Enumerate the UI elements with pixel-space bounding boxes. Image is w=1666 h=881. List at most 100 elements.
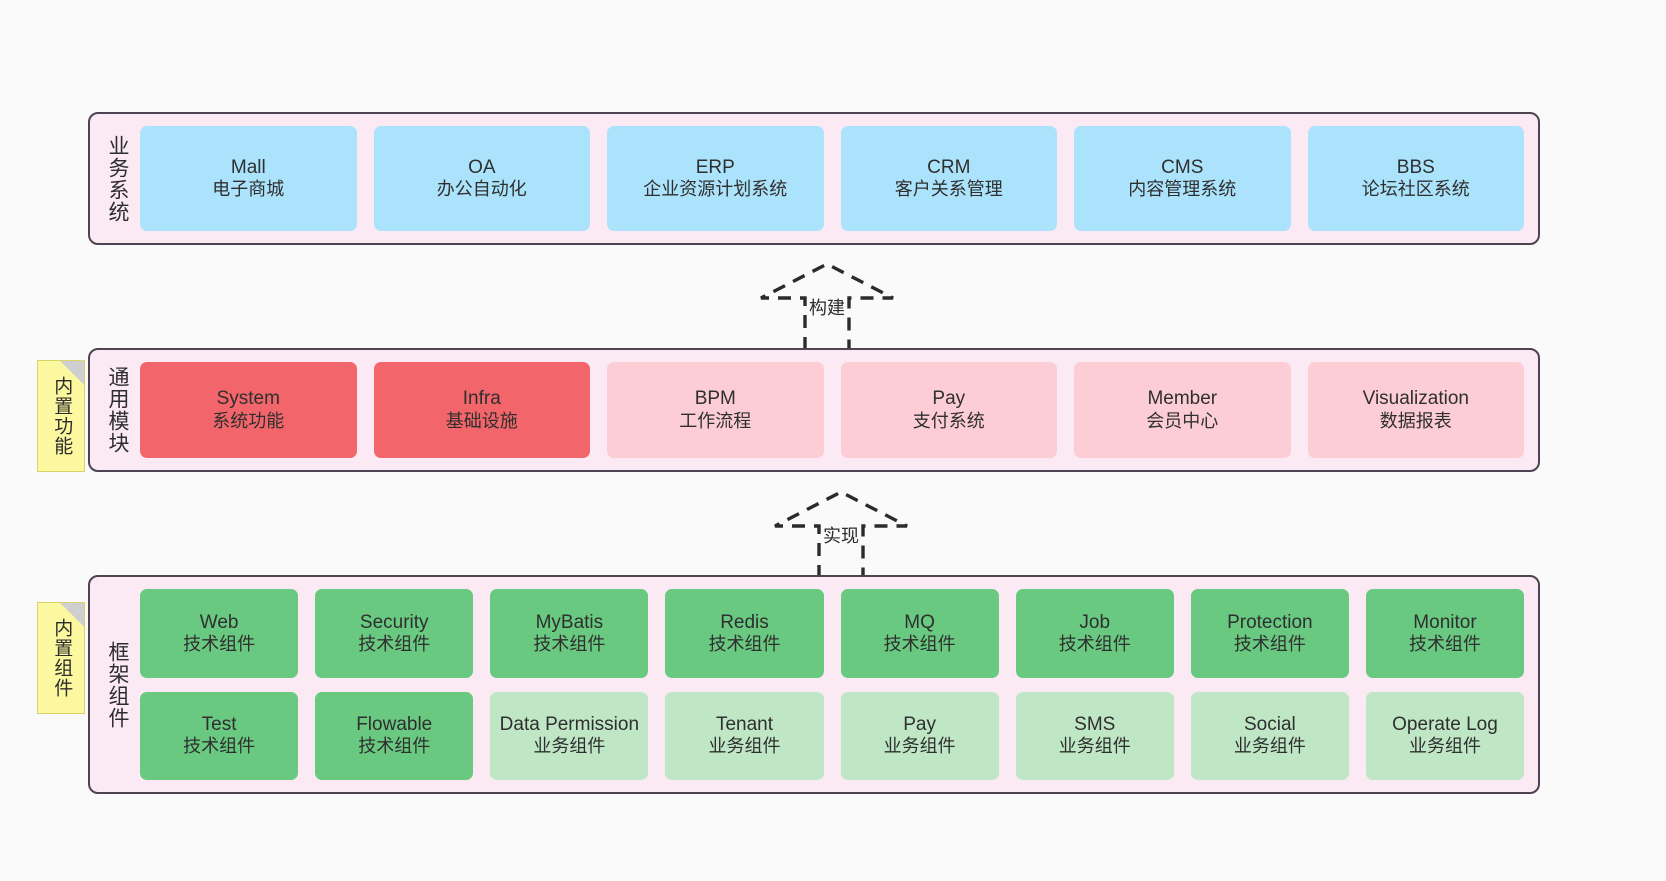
card-subtitle: 论坛社区系统 [1361, 179, 1470, 200]
card-flowable[interactable]: Flowable 技术组件 [315, 691, 474, 780]
card-member[interactable]: Member 会员中心 [1074, 362, 1291, 458]
card-subtitle: 会员中心 [1146, 410, 1219, 431]
card-redis[interactable]: Redis 技术组件 [665, 589, 824, 678]
card-title: ERP [695, 156, 735, 178]
card-subtitle: 办公自动化 [436, 179, 527, 200]
card-title: System [216, 388, 280, 410]
card-subtitle: 客户关系管理 [894, 179, 1003, 200]
layer-business-system: 业务系统 Mall 电子商城 OA 办公自动化 ERP 企业资源计划系统 CRM [88, 112, 1540, 245]
card-web[interactable]: Web 技术组件 [140, 589, 299, 678]
card-title: Data Permission [499, 714, 640, 736]
card-title: CRM [927, 156, 971, 178]
layer-framework-component: 框架组件 Web 技术组件 Security 技术组件 MyBatis 技术组件… [88, 575, 1540, 794]
card-subtitle: 技术组件 [883, 633, 956, 654]
card-subtitle: 技术组件 [358, 736, 431, 757]
card-mybatis[interactable]: MyBatis 技术组件 [490, 589, 649, 678]
card-subtitle: 工作流程 [679, 410, 752, 431]
card-monitor[interactable]: Monitor 技术组件 [1365, 589, 1525, 678]
card-bbs[interactable]: BBS 论坛社区系统 [1307, 126, 1525, 231]
card-title: OA [468, 156, 496, 178]
card-mq[interactable]: MQ 技术组件 [840, 589, 999, 678]
card-subtitle: 技术组件 [533, 633, 606, 654]
card-infra[interactable]: Infra 基础设施 [373, 362, 591, 458]
note-label: 内置组件 [51, 618, 73, 698]
card-data-permission[interactable]: Data Permission 业务组件 [490, 691, 649, 780]
card-job[interactable]: Job 技术组件 [1015, 589, 1174, 678]
card-subtitle: 业务组件 [1408, 736, 1481, 757]
layer-body-framework-component: Web 技术组件 Security 技术组件 MyBatis 技术组件 Redi… [134, 589, 1525, 780]
card-row: Mall 电子商城 OA 办公自动化 ERP 企业资源计划系统 CRM 客户关系… [140, 126, 1525, 231]
card-social[interactable]: Social 业务组件 [1190, 691, 1349, 780]
card-title: Security [359, 611, 429, 633]
card-title: Redis [720, 611, 769, 633]
card-visualization[interactable]: Visualization 数据报表 [1307, 362, 1525, 458]
card-security[interactable]: Security 技术组件 [315, 589, 474, 678]
layer-title-framework-component: 框架组件 [106, 640, 130, 729]
connector-label-build: 构建 [809, 298, 845, 318]
card-title: MQ [904, 611, 935, 633]
layer-title-business-system: 业务系统 [106, 134, 130, 223]
card-protection[interactable]: Protection 技术组件 [1190, 589, 1349, 678]
card-subtitle: 电子商城 [212, 179, 285, 200]
layer-title-common-module: 通用模块 [106, 366, 130, 454]
card-subtitle: 内容管理系统 [1128, 179, 1237, 200]
connector-implement: 实现 [771, 490, 911, 578]
card-subtitle: 技术组件 [358, 633, 431, 654]
card-subtitle: 企业资源计划系统 [643, 179, 788, 200]
card-subtitle: 业务组件 [708, 736, 781, 757]
connector-build: 构建 [757, 262, 897, 350]
card-title: Protection [1227, 611, 1313, 633]
card-title: Operate Log [1392, 714, 1498, 736]
card-sms[interactable]: SMS 业务组件 [1015, 691, 1174, 780]
layer-common-module: 通用模块 System 系统功能 Infra 基础设施 BPM 工作流程 Pay [88, 348, 1540, 472]
card-subtitle: 技术组件 [1408, 633, 1481, 654]
card-row: Test 技术组件 Flowable 技术组件 Data Permission … [140, 691, 1525, 780]
note-builtin-function: 内置功能 [37, 360, 85, 472]
card-subtitle: 基础设施 [445, 410, 518, 431]
card-mall[interactable]: Mall 电子商城 [140, 126, 357, 231]
card-subtitle: 技术组件 [183, 633, 256, 654]
card-subtitle: 系统功能 [212, 410, 285, 431]
connector-label-implement: 实现 [823, 526, 859, 546]
note-label: 内置功能 [51, 376, 73, 456]
card-title: CMS [1161, 156, 1204, 178]
note-builtin-component: 内置组件 [37, 602, 85, 714]
folded-corner-icon [60, 603, 84, 627]
card-title: Visualization [1362, 388, 1469, 410]
card-title: MyBatis [535, 611, 604, 633]
card-title: BBS [1396, 156, 1435, 178]
card-title: Job [1079, 611, 1111, 633]
card-oa[interactable]: OA 办公自动化 [373, 126, 591, 231]
card-title: BPM [694, 388, 736, 410]
card-title: SMS [1074, 714, 1116, 736]
card-row: Web 技术组件 Security 技术组件 MyBatis 技术组件 Redi… [140, 589, 1525, 678]
card-title: Mall [230, 156, 266, 178]
card-pay-business[interactable]: Pay 业务组件 [840, 691, 999, 780]
card-row: System 系统功能 Infra 基础设施 BPM 工作流程 Pay 支付系统… [140, 362, 1525, 458]
card-title: Pay [903, 714, 936, 736]
card-title: Social [1243, 714, 1296, 736]
card-erp[interactable]: ERP 企业资源计划系统 [607, 126, 824, 231]
card-subtitle: 业务组件 [1233, 736, 1306, 757]
card-title: Pay [932, 388, 966, 410]
card-operate-log[interactable]: Operate Log 业务组件 [1365, 691, 1525, 780]
folded-corner-icon [60, 361, 84, 385]
card-subtitle: 技术组件 [1058, 633, 1131, 654]
card-subtitle: 业务组件 [883, 736, 956, 757]
card-subtitle: 技术组件 [183, 736, 256, 757]
card-title: Member [1147, 388, 1218, 410]
layer-body-common-module: System 系统功能 Infra 基础设施 BPM 工作流程 Pay 支付系统… [134, 362, 1525, 458]
card-title: Test [201, 714, 237, 736]
card-tenant[interactable]: Tenant 业务组件 [665, 691, 824, 780]
card-cms[interactable]: CMS 内容管理系统 [1074, 126, 1291, 231]
card-title: Infra [462, 388, 501, 410]
card-subtitle: 支付系统 [912, 410, 985, 431]
card-subtitle: 技术组件 [708, 633, 781, 654]
card-test[interactable]: Test 技术组件 [140, 691, 299, 780]
card-bpm[interactable]: BPM 工作流程 [607, 362, 824, 458]
card-system[interactable]: System 系统功能 [140, 362, 357, 458]
layer-body-business-system: Mall 电子商城 OA 办公自动化 ERP 企业资源计划系统 CRM 客户关系… [134, 126, 1525, 231]
card-crm[interactable]: CRM 客户关系管理 [840, 126, 1058, 231]
card-pay[interactable]: Pay 支付系统 [840, 362, 1058, 458]
